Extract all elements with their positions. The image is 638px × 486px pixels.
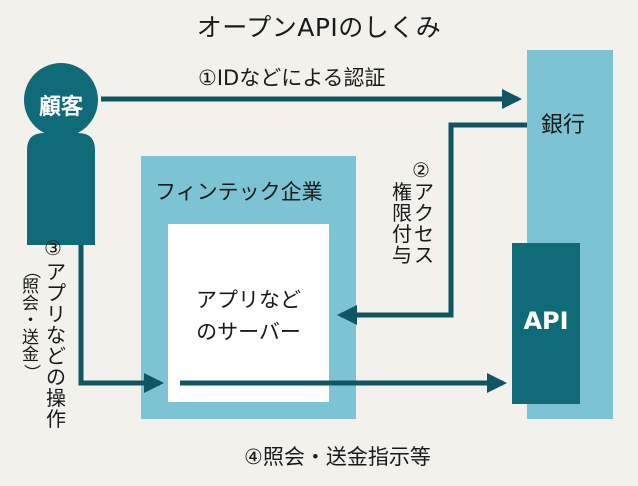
api-label: API [523, 307, 569, 335]
api-box [512, 243, 580, 404]
step2-label-col1: アクセス [414, 180, 434, 267]
fintech-label: フィンテック企業 [155, 180, 323, 204]
customer-body-icon [27, 133, 95, 245]
step2-label-col2: 権限付与 [392, 180, 412, 267]
customer-label: 顧客 [38, 95, 83, 120]
bank-label: 銀行 [541, 113, 586, 138]
app-server-label-line1: アプリなど [196, 288, 301, 312]
step3-number: ③ [44, 236, 62, 260]
step4-label: ④照会・送金指示等 [244, 445, 431, 469]
step2-number: ② [412, 158, 430, 182]
arrow-step3 [78, 245, 164, 393]
arrow-step2 [337, 122, 527, 325]
app-server-label: アプリなど のサーバー [168, 284, 329, 348]
step3-label-sub: （照会・送金） [21, 262, 41, 381]
step1-label: ①IDなどによる認証 [198, 66, 386, 90]
step3-label-main: アプリなどの操作 [46, 260, 66, 431]
app-server-box [168, 224, 329, 402]
customer-head-icon [24, 63, 98, 137]
app-server-label-line2: のサーバー [196, 320, 301, 344]
diagram-title: オープンAPIのしくみ [196, 13, 442, 42]
